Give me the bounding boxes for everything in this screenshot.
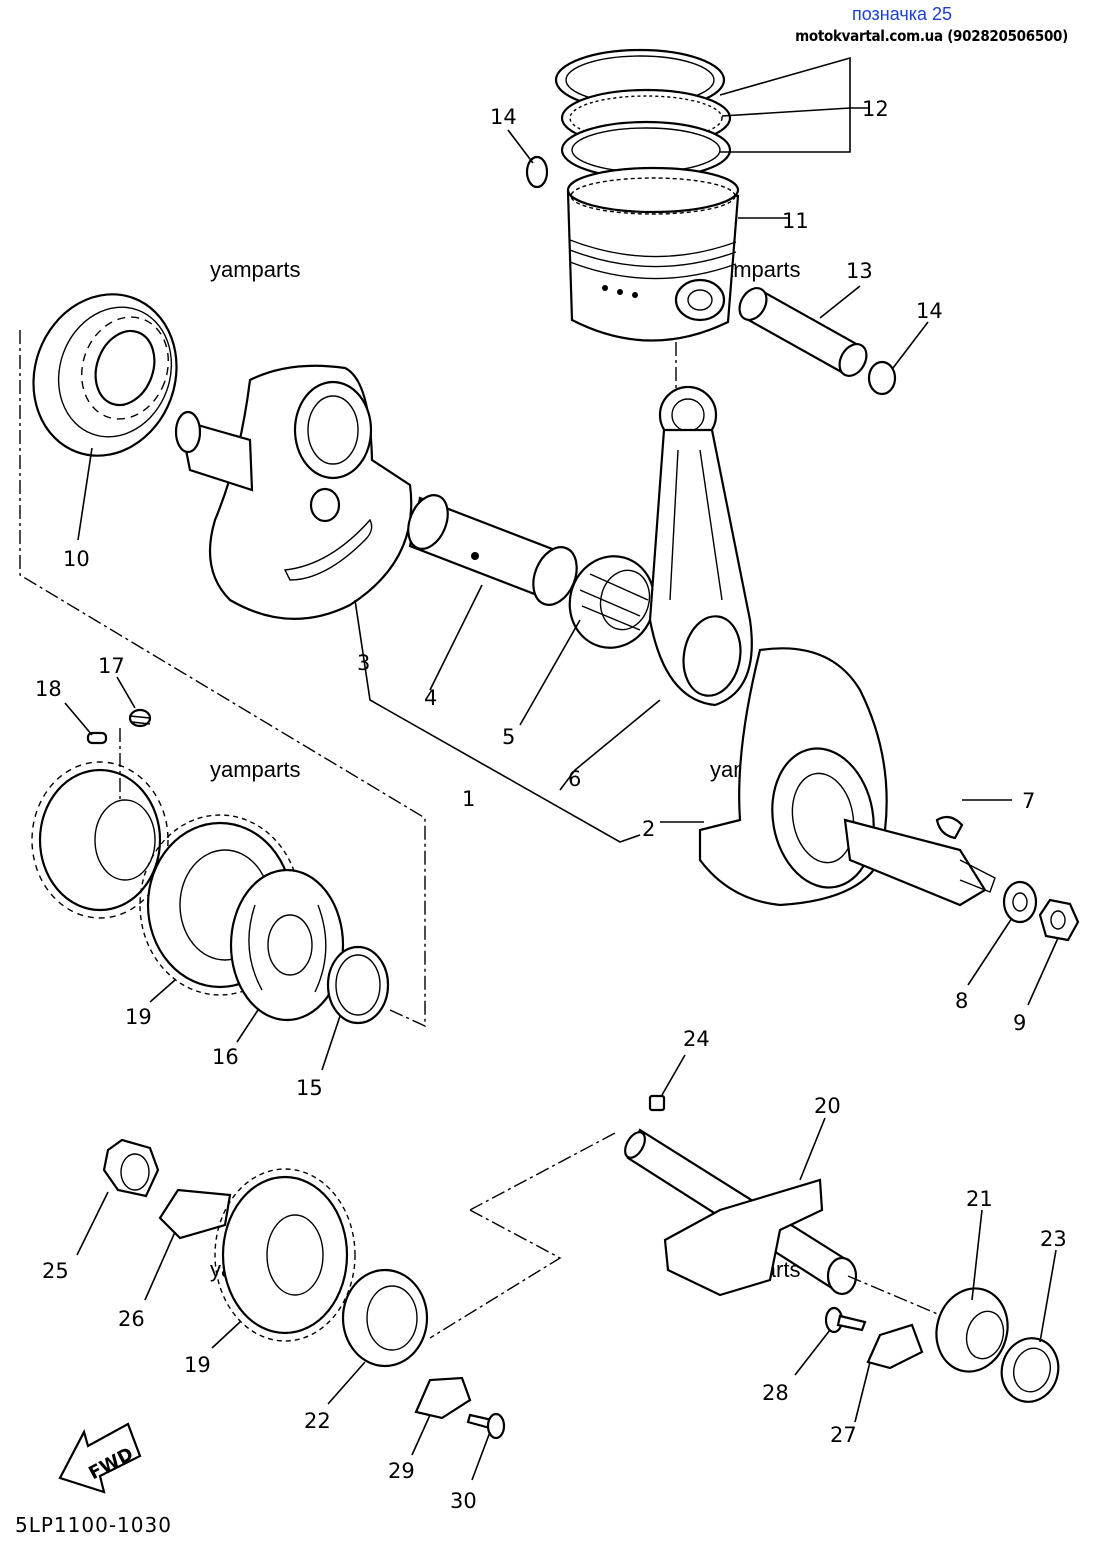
connecting-rod xyxy=(648,385,753,707)
gear-nut xyxy=(102,1138,160,1198)
retainer-plate-28 xyxy=(866,1323,924,1370)
washer xyxy=(1002,880,1038,924)
callout-4: 4 xyxy=(424,686,437,710)
balancer-shaft xyxy=(624,1128,858,1297)
assembly-lines xyxy=(19,56,941,1339)
callout-7: 7 xyxy=(1022,789,1035,813)
thrust-washer xyxy=(326,945,390,1025)
callout-24: 23 xyxy=(1040,1227,1067,1251)
lock-washer xyxy=(158,1188,232,1240)
callout-21: 20 xyxy=(814,1094,841,1118)
callout-29: 28 xyxy=(762,1381,789,1405)
callout-17: 17 xyxy=(98,654,125,678)
callout-6: 6 xyxy=(568,767,581,791)
crank-pin xyxy=(407,494,578,606)
piston-clip-right xyxy=(867,360,897,396)
callout-11: 11 xyxy=(782,209,809,233)
callout-9: 9 xyxy=(1013,1011,1026,1035)
callout-13: 13 xyxy=(846,259,873,283)
balancer-driven-gear xyxy=(214,1168,356,1342)
header-title: позначка 25 xyxy=(852,4,953,24)
plate xyxy=(229,868,345,1022)
callout-23: 22 xyxy=(304,1409,331,1433)
callout-30: 29 xyxy=(388,1459,415,1483)
leader-lines xyxy=(64,129,1059,1481)
balancer-bearing xyxy=(935,1287,1009,1373)
callout-14-right: 14 xyxy=(916,299,943,323)
crank-half-left xyxy=(174,364,413,620)
piston-rings xyxy=(554,48,732,180)
screw-31 xyxy=(466,1412,506,1440)
callout-18: 18 xyxy=(35,677,62,701)
diagram-code: 5LP1100-1030 xyxy=(15,1513,172,1537)
shaft-key xyxy=(648,1094,666,1112)
drive-gear xyxy=(31,761,169,919)
callout-25: 24 xyxy=(683,1027,710,1051)
fwd-arrow-icon xyxy=(58,1422,142,1494)
crank-half-right xyxy=(698,647,996,907)
piston xyxy=(566,166,740,342)
watermark-1: yamparts xyxy=(210,257,301,282)
nut xyxy=(1038,898,1080,942)
balancer-bearing-left xyxy=(341,1268,429,1368)
callout-20: 19 xyxy=(184,1353,211,1377)
callout-26: 25 xyxy=(42,1259,69,1283)
piston-clip-left xyxy=(525,155,549,189)
pin xyxy=(86,731,108,745)
piston-pin xyxy=(738,287,868,377)
callout-15: 15 xyxy=(296,1076,323,1100)
callout-2: 2 xyxy=(642,817,655,841)
callout-1: 1 xyxy=(462,787,475,811)
callout-14-top: 14 xyxy=(490,105,517,129)
callout-5: 5 xyxy=(502,725,515,749)
oil-seal xyxy=(1000,1337,1060,1403)
callout-numbers: 14 12 11 13 14 10 3 4 5 1 6 2 7 8 9 17 1… xyxy=(35,97,1067,1513)
callout-28: 27 xyxy=(830,1423,857,1447)
main-bearing xyxy=(32,293,178,457)
callout-3: 3 xyxy=(357,651,370,675)
callout-8: 8 xyxy=(955,989,968,1013)
woodruff-key xyxy=(935,815,964,840)
bolt-29 xyxy=(824,1306,867,1334)
callout-27: 26 xyxy=(118,1307,145,1331)
callout-16: 16 xyxy=(212,1045,239,1069)
watermark-3: yamparts xyxy=(210,757,301,782)
retainer-plate-30 xyxy=(414,1376,472,1420)
callout-19: 19 xyxy=(125,1005,152,1029)
needle-bearing xyxy=(568,555,656,649)
callout-12: 12 xyxy=(862,97,889,121)
callout-22: 21 xyxy=(966,1187,993,1211)
callout-31: 30 xyxy=(450,1489,477,1513)
spring xyxy=(128,708,152,728)
header-site: motokvartal.com.ua (902820506500) xyxy=(795,27,1068,45)
callout-10: 10 xyxy=(63,547,90,571)
